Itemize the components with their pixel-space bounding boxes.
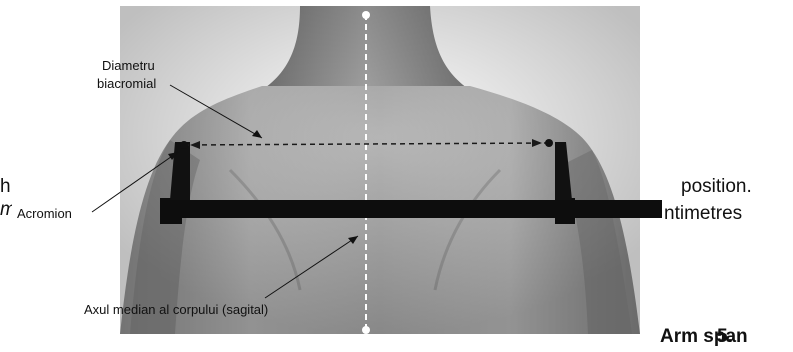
acromion-point-right: [545, 139, 553, 147]
caliper-right-block: [555, 198, 575, 224]
midline-bottom-marker: [362, 326, 370, 334]
label-acromion: Acromion: [17, 206, 72, 221]
label-biacromial: biacromial: [97, 76, 156, 91]
caliper-bar: [160, 200, 662, 218]
label-diametru: Diametru: [102, 58, 155, 73]
midline-top-marker: [362, 11, 370, 19]
caliper-left-block: [160, 198, 182, 224]
acromion-point-left: [180, 141, 188, 149]
label-sagittal-axis: Axul median al corpului (sagital): [84, 302, 268, 317]
